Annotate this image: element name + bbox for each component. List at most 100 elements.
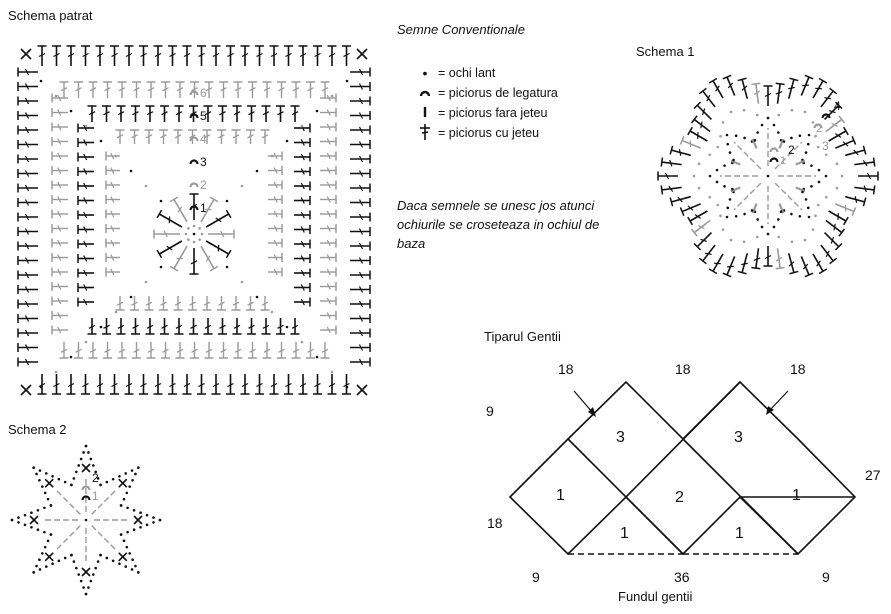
double-crochet-mark: [741, 253, 749, 273]
chain-dot-mark: [43, 530, 46, 534]
stitch-bar-mark: [737, 270, 747, 275]
stitch-slash-mark: [24, 141, 30, 148]
double-crochet-mark: [825, 118, 843, 133]
stitch-bar-mark: [737, 77, 747, 82]
stitch-slash-mark: [203, 301, 211, 306]
stitch-slash-mark: [307, 348, 314, 353]
stitch-slash-mark: [96, 382, 104, 388]
stitch-slash-mark: [145, 301, 153, 306]
stitch-bar-mark: [209, 265, 219, 272]
chain-dot-mark: [23, 523, 27, 527]
stitch-bar-mark: [862, 197, 867, 207]
stitch-slash-mark: [273, 210, 278, 218]
chain-dot-mark: [84, 518, 88, 522]
stitch-slash-mark: [82, 382, 89, 388]
stitch-slash-mark: [131, 134, 138, 139]
stitch-bar-mark: [843, 216, 849, 226]
stitch-bar-mark: [690, 115, 698, 124]
stitch-slash-mark: [694, 214, 701, 219]
chain-dot-mark: [77, 464, 81, 467]
stitch-slash-mark: [160, 301, 167, 306]
slip-stitch-mark: [189, 113, 199, 119]
chain-dot-mark: [729, 110, 733, 114]
chain-dot-mark: [84, 592, 88, 596]
single-crochet-mark: [730, 159, 741, 166]
stitch-slash-mark: [866, 172, 872, 180]
stitch-slash-mark: [189, 301, 196, 306]
stitch-slash-mark: [198, 52, 205, 58]
spoke-mark: [774, 182, 803, 211]
chain-dot-mark: [816, 145, 820, 149]
double-crochet-mark: [671, 149, 691, 157]
double-crochet-mark: [835, 203, 855, 213]
single-crochet-mark: [751, 138, 758, 149]
stitch-slash-mark: [118, 87, 126, 92]
stitch-slash-mark: [326, 210, 331, 218]
stitch-slash-mark: [57, 225, 62, 232]
stitch-slash-mark: [358, 68, 364, 76]
stitch-slash-mark: [854, 196, 858, 203]
stitch-slash-mark: [140, 52, 147, 58]
stitch-slash-mark: [38, 52, 46, 58]
chain-dot-mark: [51, 562, 54, 566]
stitch-slash-mark: [833, 223, 836, 231]
piece-number-label: 2: [675, 489, 684, 506]
stitch-slash-mark: [273, 167, 278, 174]
dot-icon: •: [422, 65, 428, 81]
double-crochet-mark: [712, 80, 724, 99]
chain-dot-mark: [79, 457, 83, 461]
spoke-mark: [91, 525, 118, 552]
chain-dot-mark: [49, 533, 53, 536]
cross-mark: [44, 552, 54, 562]
double-crochet-mark: [800, 76, 810, 96]
chain-dot-mark: [38, 469, 42, 472]
chain-dot-mark: [69, 355, 73, 359]
chain-dot-mark: [124, 565, 128, 568]
chain-dot-mark: [79, 579, 83, 583]
single-crochet-mark: [795, 186, 806, 193]
chain-dot-mark: [192, 240, 196, 244]
round-number-label: 2: [92, 471, 99, 485]
stitch-bar-mark: [687, 126, 693, 136]
stitch-slash-mark: [53, 382, 60, 388]
single-crochet-mark: [795, 159, 806, 166]
stitch-slash-mark: [233, 324, 241, 329]
stitch-slash-mark: [256, 52, 263, 58]
stitch-slash-mark: [358, 155, 364, 163]
double-crochet-mark: [702, 90, 716, 108]
chain-dot-mark: [129, 169, 133, 173]
chain-dot-mark: [777, 113, 781, 117]
chain-dot-mark: [840, 174, 844, 178]
chain-dot-mark: [734, 134, 738, 138]
stitch-slash-mark: [215, 217, 222, 223]
stitch-bar-mark: [660, 185, 664, 195]
round-number-label: 3: [200, 155, 207, 169]
chain-dot-mark: [46, 539, 50, 543]
chain-dot-mark: [131, 478, 134, 482]
stitch-slash-mark: [831, 122, 838, 127]
chain-dot-mark: [766, 174, 770, 178]
chain-dot-mark: [144, 184, 148, 188]
stitch-bar-mark: [775, 266, 785, 270]
single-crochet-mark: [778, 203, 785, 214]
stitch-slash-mark: [57, 109, 62, 116]
stitch-slash-mark: [83, 124, 88, 132]
slip-stitch-mark: [813, 123, 823, 129]
cross-mark: [44, 478, 54, 488]
round-number-label: 4: [200, 132, 207, 146]
slip-stitch-mark: [189, 182, 199, 188]
chain-dot-mark: [72, 477, 76, 480]
stitch-slash-mark: [60, 87, 68, 92]
stitch-slash-mark: [704, 252, 712, 256]
chain-dot-mark: [17, 516, 20, 519]
chain-dot-mark: [139, 525, 142, 529]
chain-dot-mark: [35, 472, 38, 476]
cross-mark: [81, 567, 91, 577]
chain-dot-mark: [192, 232, 196, 236]
arrow-mark: [768, 390, 789, 412]
stitch-slash-mark: [358, 126, 364, 134]
chain-dot-mark: [36, 509, 40, 512]
pattern-outline: [508, 380, 857, 556]
stitch-slash-mark: [145, 134, 153, 139]
